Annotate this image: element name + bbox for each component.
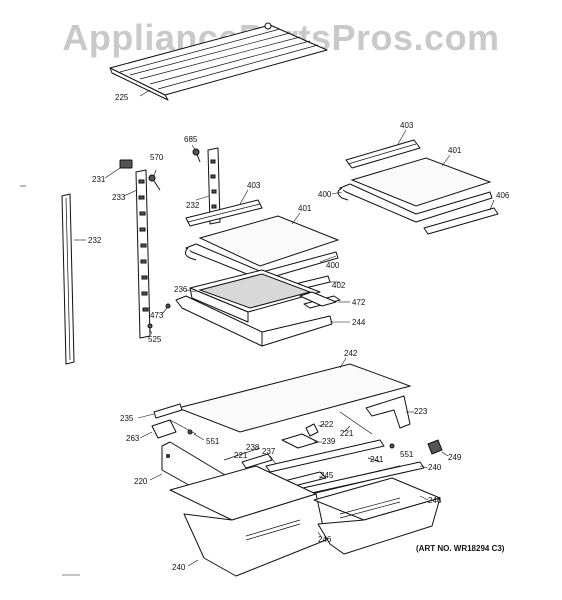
rail-232-upright xyxy=(207,147,221,225)
callout-263: 263 xyxy=(126,434,140,443)
callout-249: 249 xyxy=(448,453,462,462)
callout-225: 225 xyxy=(115,93,129,102)
callout-551-left: 551 xyxy=(206,437,220,446)
callout-570: 570 xyxy=(150,153,164,162)
screw-570 xyxy=(148,174,161,191)
callout-231: 231 xyxy=(92,175,106,184)
rod-241 xyxy=(367,457,381,463)
callout-244: 244 xyxy=(352,318,366,327)
callout-685: 685 xyxy=(184,135,198,144)
callout-245: 245 xyxy=(320,471,334,480)
callout-238: 238 xyxy=(246,443,260,452)
callout-406: 406 xyxy=(496,191,510,200)
slides-472 xyxy=(299,291,341,309)
track-238 xyxy=(241,453,273,469)
callout-221-left: 221 xyxy=(234,451,248,460)
callout-232-left: 232 xyxy=(88,236,102,245)
rail-223 xyxy=(365,395,411,429)
callout-220: 220 xyxy=(134,477,148,486)
crisper-drawer-right xyxy=(313,477,441,555)
cover-glass-242 xyxy=(176,363,412,433)
callout-246-right: 246 xyxy=(428,496,442,505)
callout-221-right: 221 xyxy=(340,429,354,438)
rail-232-left xyxy=(61,193,75,365)
callout-236: 236 xyxy=(174,285,188,294)
tray-244 xyxy=(175,295,333,347)
callout-241: 241 xyxy=(370,455,384,464)
crisper-drawer-left xyxy=(169,465,327,577)
glass-401-mid xyxy=(198,215,340,267)
callout-222: 222 xyxy=(320,420,334,429)
wire-shelf-225 xyxy=(109,22,328,101)
callout-525: 525 xyxy=(148,335,162,344)
callout-233: 233 xyxy=(112,193,126,202)
hinge-249 xyxy=(427,439,443,455)
art-number: (ART NO. WR18294 C3) xyxy=(416,544,505,553)
trim-403-mid xyxy=(185,199,263,227)
trim-403-right xyxy=(345,139,421,169)
callout-403-right: 403 xyxy=(400,121,414,130)
rail-263 xyxy=(151,419,197,439)
callout-402: 402 xyxy=(332,281,346,290)
rod-221-left xyxy=(223,447,261,461)
center-rail-237 xyxy=(265,439,385,473)
callout-401-right: 401 xyxy=(448,146,462,155)
callout-237: 237 xyxy=(262,447,276,456)
callout-400-mid: 400 xyxy=(326,261,340,270)
screw-685 xyxy=(192,148,201,163)
callout-223: 223 xyxy=(414,407,428,416)
callout-240-left: 240 xyxy=(172,563,186,572)
glass-401-right xyxy=(350,157,492,207)
callout-235: 235 xyxy=(120,414,134,423)
bracket-222 xyxy=(305,423,319,437)
callout-232-upright: 232 xyxy=(186,201,200,210)
callout-239: 239 xyxy=(322,437,336,446)
callout-240-right: 240 xyxy=(428,463,442,472)
trim-406 xyxy=(423,207,499,235)
rod-221-right xyxy=(339,411,373,435)
divider-239 xyxy=(281,433,319,449)
callout-400-right: 400 xyxy=(318,190,332,199)
frame-400-right xyxy=(337,183,493,223)
callout-242: 242 xyxy=(344,349,358,358)
ladder-rail-233 xyxy=(135,169,151,339)
callout-246-left: 246 xyxy=(318,535,332,544)
screw-473 xyxy=(165,303,171,309)
screw-551-left xyxy=(187,429,193,435)
callout-473: 473 xyxy=(150,311,164,320)
callout-472: 472 xyxy=(352,298,366,307)
clip-231 xyxy=(119,159,133,169)
callout-401-mid: 401 xyxy=(298,204,312,213)
callout-403-mid: 403 xyxy=(247,181,261,190)
screw-551-right xyxy=(389,443,395,449)
screw-525 xyxy=(147,323,153,329)
callout-551-right: 551 xyxy=(400,450,414,459)
slideout-shelf-236 xyxy=(189,269,321,323)
support-235 xyxy=(153,403,183,419)
